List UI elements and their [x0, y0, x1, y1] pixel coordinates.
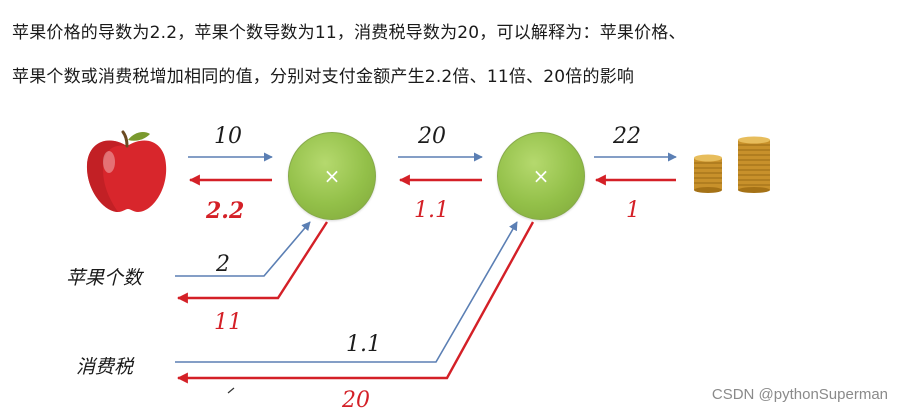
backward-label-apple-price: 2.2 [206, 198, 245, 224]
forward-label-apple-count: 2 [216, 252, 230, 277]
pen-mark [227, 387, 235, 394]
forward-label-mult2-out: 22 [613, 124, 641, 149]
forward-label-tax: 1.1 [346, 332, 381, 357]
backward-arrow-apple-count [176, 221, 329, 304]
backward-label-mult1-out: 1.1 [414, 198, 449, 223]
forward-label-mult1-out: 20 [418, 124, 446, 149]
caption-line-2: 苹果个数或消费税增加相同的值，分别对支付金额产生2.2倍、11倍、20倍的影响 [12, 67, 635, 87]
input-label-tax: 消费税 [76, 356, 134, 378]
caption-line-1: 苹果价格的导数为2.2，苹果个数导数为11，消费税导数为20，可以解释为：苹果价… [12, 23, 686, 43]
backward-arrow-tax [176, 221, 535, 384]
input-label-apple-count: 苹果个数 [66, 267, 143, 289]
coin-stacks-icon [694, 136, 770, 193]
forward-label-apple-price: 10 [214, 124, 242, 149]
watermark: CSDN @pythonSuperman [711, 386, 888, 403]
backward-label-tax: 20 [342, 388, 370, 413]
forward-arrow-apple-count [175, 221, 311, 277]
apple-icon [86, 130, 167, 212]
backward-label-apple-count: 11 [214, 310, 242, 335]
multiply-node-2: × [497, 132, 585, 220]
multiply-symbol: × [532, 164, 550, 188]
multiply-node-1: × [288, 132, 376, 220]
forward-arrow-tax [175, 221, 518, 363]
backward-label-final: 1 [626, 198, 640, 223]
multiply-symbol: × [323, 164, 341, 188]
